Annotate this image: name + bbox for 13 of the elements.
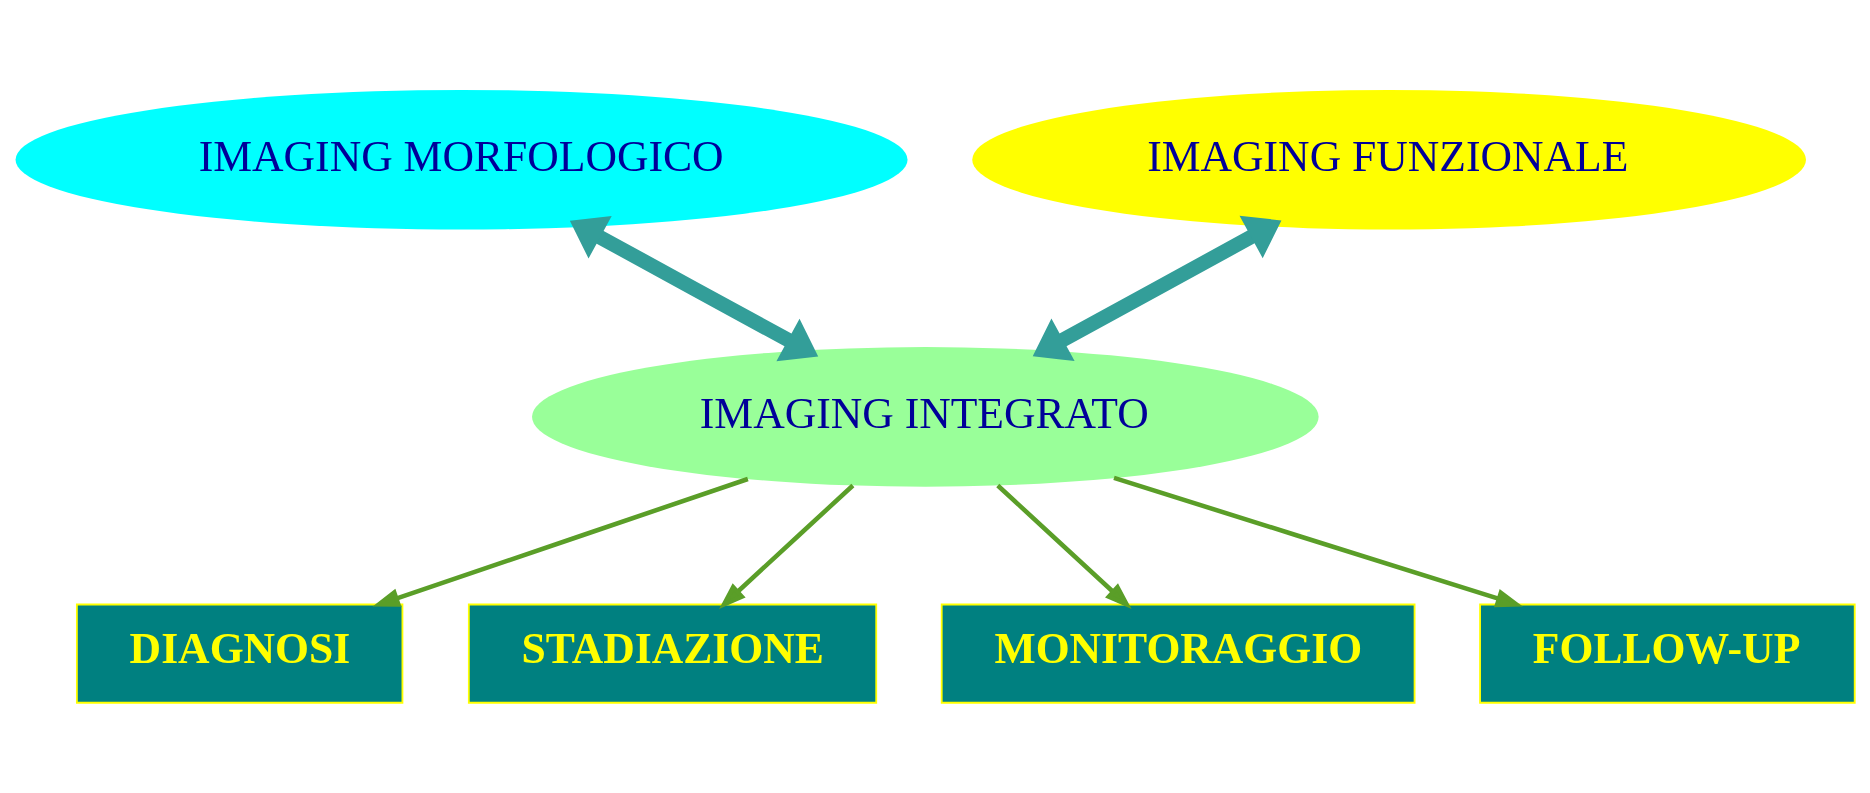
node-box: STADIAZIONE xyxy=(467,603,878,704)
node-box: DIAGNOSI xyxy=(75,603,404,704)
arrow xyxy=(569,216,819,362)
arrow xyxy=(372,476,749,607)
arrow xyxy=(719,483,855,609)
node-box: MONITORAGGIO xyxy=(940,603,1416,704)
arrow xyxy=(1032,215,1282,361)
node-ellipse: IMAGING MORFOLOGICO xyxy=(15,89,908,230)
node-box: FOLLOW-UP xyxy=(1479,603,1856,704)
arrow xyxy=(1113,475,1523,608)
node-ellipse: IMAGING FUNZIONALE xyxy=(972,89,1806,230)
node-ellipse: IMAGING INTEGRATO xyxy=(532,347,1319,487)
arrow xyxy=(996,483,1132,609)
